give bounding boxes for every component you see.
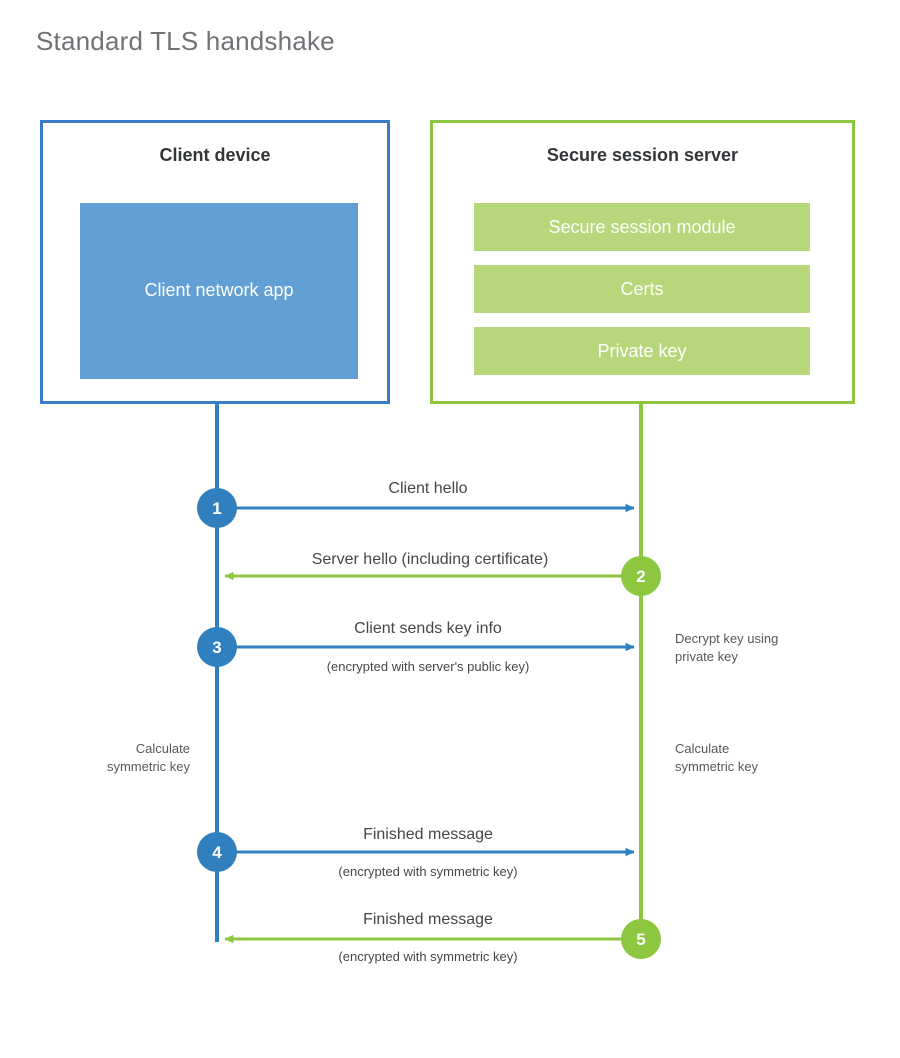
step-4-number: 4	[212, 843, 222, 862]
step-5-circle	[621, 919, 661, 959]
step-2-circle	[621, 556, 661, 596]
step-3-number: 3	[212, 638, 222, 657]
step-3-circle	[197, 627, 237, 667]
client-network-app-block: Client network app	[80, 203, 358, 379]
secure-session-server-box: Secure session server Secure session mod…	[430, 120, 855, 404]
secure-session-server-heading: Secure session server	[546, 145, 739, 165]
step-5-number: 5	[636, 930, 646, 949]
decrypt-key-note: Decrypt key using private key	[675, 631, 779, 664]
step-1-circle	[197, 488, 237, 528]
step-5-sublabel: (encrypted with symmetric key)	[338, 949, 518, 964]
page-title: Standard TLS handshake	[36, 26, 335, 56]
step-3-label: Client sends key info	[354, 620, 502, 637]
client-device-box: Client device Client network app	[40, 120, 390, 404]
client-calculate-symmetric-key-note: Calculate symmetric key	[106, 741, 190, 774]
server-block-secure-session-module: Secure session module	[474, 203, 810, 251]
server-calculate-symmetric-key-note: Calculate symmetric key	[675, 741, 759, 774]
server-block-private-key: Private key	[474, 327, 810, 375]
step-4-circle	[197, 832, 237, 872]
client-device-heading: Client device	[159, 145, 271, 165]
step-4-label: Finished message	[363, 826, 493, 843]
step-2-label: Server hello (including certificate)	[311, 551, 549, 568]
server-block-certs: Certs	[474, 265, 810, 313]
step-1-label: Client hello	[388, 480, 468, 497]
step-4-sublabel: (encrypted with symmetric key)	[338, 864, 518, 879]
step-3-sublabel: (encrypted with server's public key)	[326, 659, 530, 674]
step-2-number: 2	[636, 567, 646, 586]
step-5-label: Finished message	[363, 911, 493, 928]
step-1-number: 1	[212, 499, 222, 518]
